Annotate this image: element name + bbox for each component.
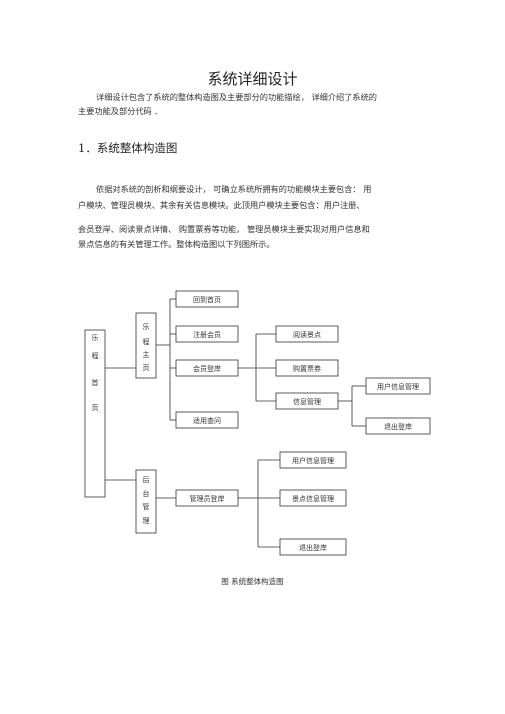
front-main-page-box: [135, 312, 157, 379]
login-node: [175, 359, 239, 377]
connector-lines: [105, 298, 366, 548]
buy-ticket-node: [275, 359, 339, 377]
user-info-mgmt-label: 用户信息管理: [377, 382, 419, 391]
body-line-1: 依据对系统的剖析和纲要设计， 可确立系统所拥有的功能模块主要包含： 用: [96, 184, 372, 194]
back-char-1: 后: [143, 475, 150, 484]
body-line-2: 户模块、管理员模块、其余有关信息模块。此顶用户模块主要包含：用户注册、: [78, 200, 365, 210]
logout-node: [365, 417, 431, 435]
front-char-2: 程: [143, 337, 150, 346]
query-label: 适用查问: [193, 416, 221, 425]
admin-user-info-node: [279, 451, 347, 469]
back-char-4: 理: [143, 517, 150, 525]
root-char-4: 页: [92, 404, 99, 412]
back-home-node: [175, 290, 239, 308]
register-label: 注册会员: [193, 330, 221, 339]
buy-ticket-label: 购置票券: [293, 364, 321, 373]
view-spot-node: [275, 325, 339, 343]
admin-login-node: [175, 489, 239, 507]
info-mgmt-label: 信息管理: [293, 397, 321, 406]
admin-user-info-label: 用户信息管理: [292, 456, 334, 465]
front-char-1: 乐: [143, 322, 150, 331]
logout-label: 退出登岸: [384, 422, 412, 431]
body-line-3: 会员登岸、阅读景点详情、 购置票券等功能， 管理员模块主要实现对用户信息和: [78, 224, 370, 234]
root-char-1: 乐: [92, 333, 99, 342]
page-title: 系统详细设计: [207, 70, 298, 88]
view-spot-label: 阅读景点: [293, 330, 321, 339]
admin-login-label: 管理员登岸: [190, 494, 225, 503]
admin-spot-info-node: [279, 489, 347, 507]
admin-spot-info-label: 景点信息管理: [292, 494, 334, 503]
section-heading: 1．系统整体构造图: [78, 141, 178, 155]
root-char-3: 首: [92, 378, 99, 387]
back-admin-box: [135, 469, 157, 534]
register-node: [175, 325, 239, 343]
root-homepage-box: [84, 329, 106, 498]
user-info-mgmt-node: [365, 377, 431, 395]
admin-logout-node: [279, 538, 347, 556]
root-char-2: 程: [92, 351, 99, 360]
back-char-2: 台: [143, 489, 150, 498]
front-char-3: 主: [143, 350, 150, 359]
figure-caption: 图 系统整体构造图: [221, 577, 284, 586]
front-char-4: 页: [143, 364, 150, 372]
admin-logout-label: 退出登岸: [299, 543, 327, 552]
login-label: 会员登岸: [193, 364, 221, 373]
intro-line-1: 详细设计包含了系统的整体构造图及主要部分的功能描绘， 详细介绍了系统的: [96, 92, 377, 102]
info-mgmt-node: [275, 392, 339, 410]
query-node: [175, 411, 239, 429]
back-home-label: 回到首页: [193, 295, 221, 304]
back-char-3: 管: [143, 502, 150, 511]
intro-line-2: 主要功能及部分代码 ．: [78, 106, 163, 116]
body-line-4: 景点信息的有关管理工作。整体构造图以下列图所示。: [78, 239, 275, 249]
